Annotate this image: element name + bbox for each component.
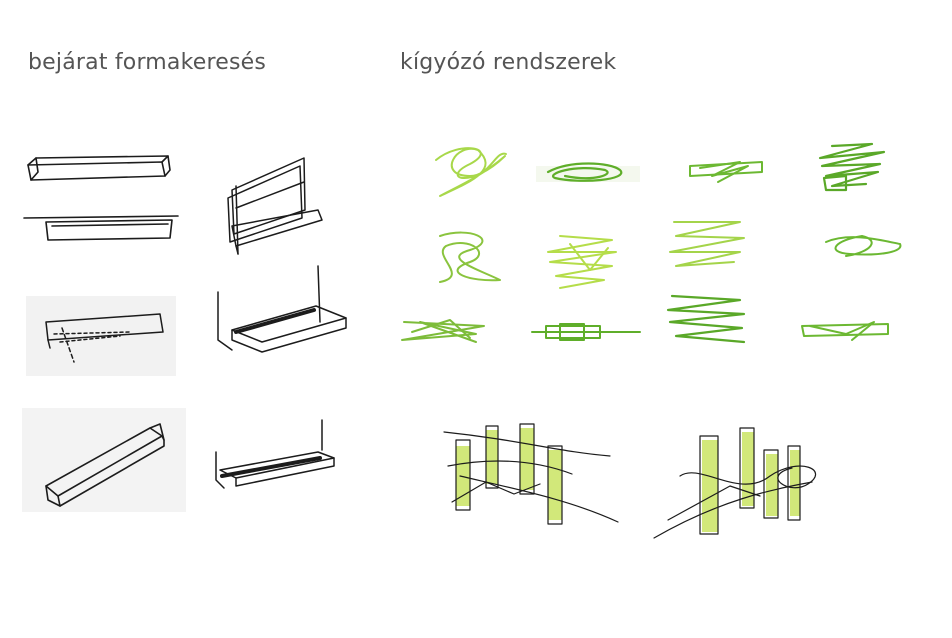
sketch-long-box <box>27 155 171 181</box>
sketch-cantilever-roof <box>217 265 347 353</box>
snaking-sketches <box>401 142 902 539</box>
snake-11 <box>666 294 746 344</box>
paper-patch-2 <box>22 408 186 512</box>
snake-6 <box>547 235 617 289</box>
composition-right <box>653 427 816 539</box>
snake-10 <box>531 323 641 341</box>
sketch-tapered-beam <box>45 313 164 363</box>
snake-4 <box>818 142 886 192</box>
snake-9 <box>401 319 485 343</box>
heading-entrance-form-study: bejárat formakeresés <box>28 50 267 75</box>
snake-8 <box>825 235 902 257</box>
heading-snaking-systems: kígyózó rendszerek <box>400 50 617 75</box>
snake-5 <box>439 231 501 283</box>
entrance-sketches <box>22 155 347 512</box>
sketch-diagonal-prism <box>45 423 165 507</box>
snake-12 <box>801 321 889 341</box>
snake-7 <box>669 221 745 267</box>
sketch-bench-canopy <box>215 419 335 489</box>
composition-left <box>443 423 619 525</box>
sketch-wall-canopy <box>227 157 323 255</box>
snake-2 <box>536 162 640 182</box>
sketch-flat-plank <box>23 215 179 241</box>
snake-3 <box>689 161 763 183</box>
snake-1 <box>435 147 507 197</box>
